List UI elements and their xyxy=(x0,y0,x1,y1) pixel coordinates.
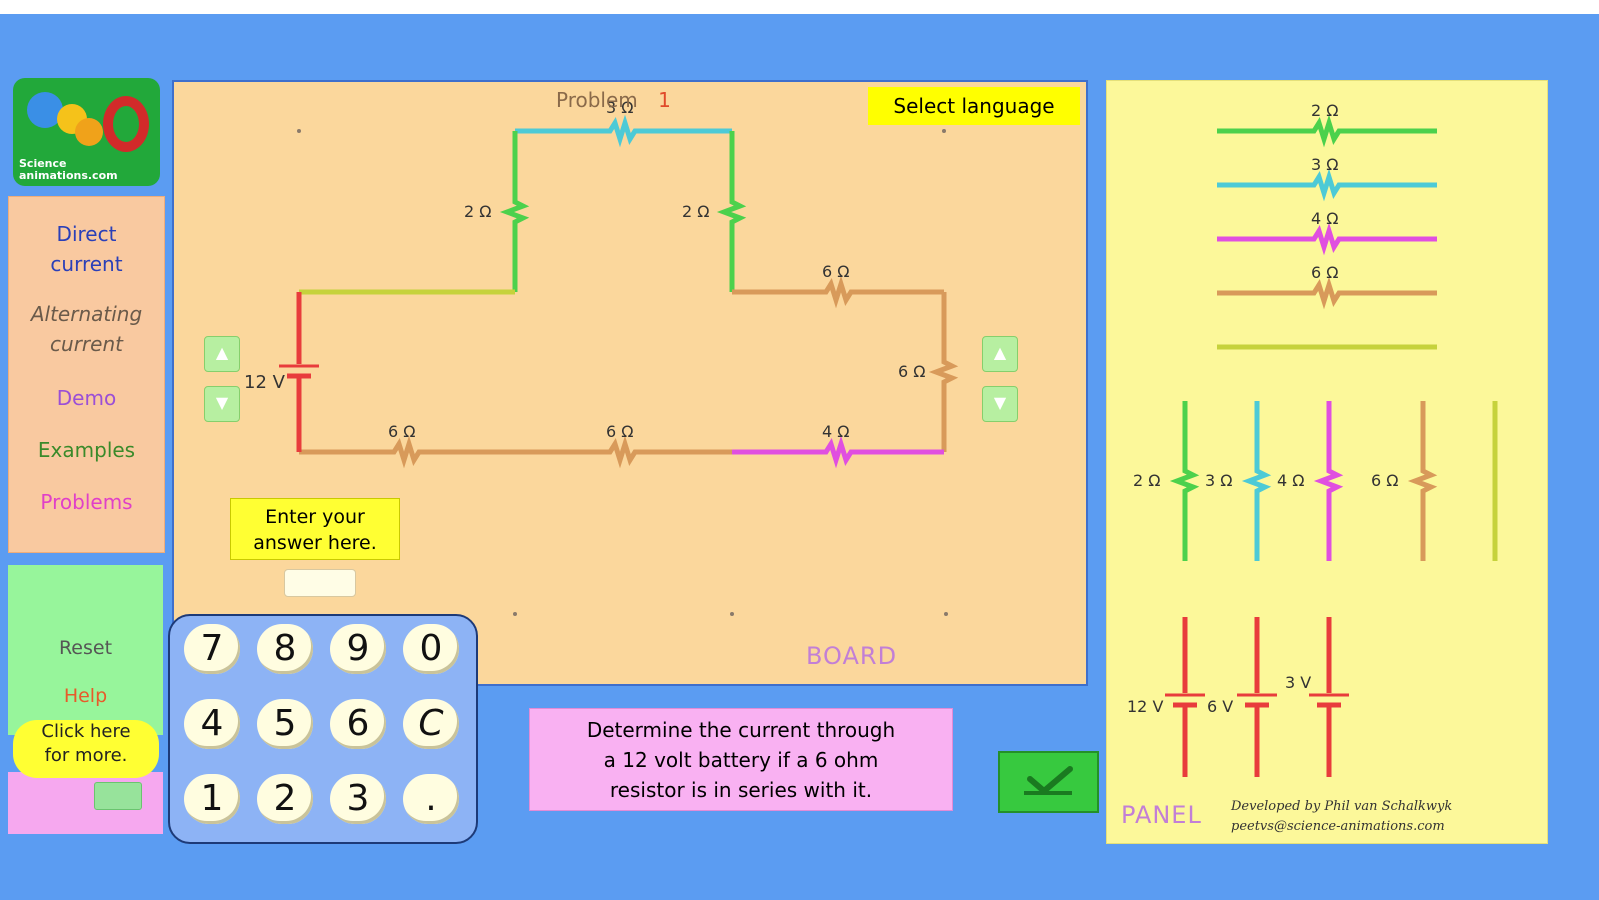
panel-label-4ohm-h: 4 Ω xyxy=(1311,209,1339,228)
circuit-diagram xyxy=(279,114,959,616)
problem-number: 1 xyxy=(658,88,671,112)
answer-field[interactable] xyxy=(284,569,356,597)
resistance-up-button[interactable]: ▲ xyxy=(982,336,1018,372)
sphere-icon xyxy=(75,118,103,146)
panel-battery-12v xyxy=(1165,617,1205,777)
panel-resistor-3ohm-h xyxy=(1217,168,1437,202)
problem-title: Problem 1 xyxy=(556,88,671,112)
question-line: a 12 volt battery if a 6 ohm xyxy=(603,748,879,772)
label-3ohm-top: 3 Ω xyxy=(606,98,634,117)
ring-icon xyxy=(103,96,149,152)
wire-2ohm-right xyxy=(716,131,747,292)
menu-demo[interactable]: Demo xyxy=(56,386,117,410)
panel-label-6ohm-v: 6 Ω xyxy=(1371,471,1399,490)
topic-menu: Direct current Alternating current Demo … xyxy=(8,196,165,553)
panel-resistor-4ohm-h xyxy=(1217,222,1437,256)
voltage-up-button[interactable]: ▲ xyxy=(204,336,240,372)
select-language-button[interactable]: Select language xyxy=(868,87,1080,125)
wire-3ohm-top xyxy=(515,114,732,148)
panel-label-6ohm-h: 6 Ω xyxy=(1311,263,1339,282)
wire-6ohm-right-top xyxy=(732,275,944,309)
key-clear[interactable]: C xyxy=(403,699,459,749)
panel-battery-3v xyxy=(1309,617,1349,777)
developer-credit: Developed by Phil van Schalkwyk peetvs@s… xyxy=(1231,799,1453,834)
label-battery: 12 V xyxy=(244,372,285,393)
help-button[interactable]: Help xyxy=(63,685,108,707)
arrow-down-icon: ▼ xyxy=(215,393,229,412)
key-1[interactable]: 1 xyxy=(184,774,240,824)
wire-4ohm-bottom-right xyxy=(732,435,944,469)
key-decimal[interactable]: . xyxy=(403,774,459,824)
key-9[interactable]: 9 xyxy=(330,624,386,674)
check-arrow-icon xyxy=(1024,766,1073,795)
panel-label-4ohm-v: 4 Ω xyxy=(1277,471,1305,490)
panel-label-6v: 6 V xyxy=(1207,697,1234,716)
panel-label-12v: 12 V xyxy=(1127,697,1164,716)
menu-problems[interactable]: Problems xyxy=(40,490,133,514)
panel-label: PANEL xyxy=(1121,801,1202,829)
arrow-up-icon: ▲ xyxy=(215,343,229,362)
panel-resistor-2ohm-v xyxy=(1169,401,1200,561)
label-2ohm-left: 2 Ω xyxy=(464,202,492,221)
question-line: Determine the current through xyxy=(586,718,896,742)
key-3[interactable]: 3 xyxy=(330,774,386,824)
menu-examples[interactable]: Examples xyxy=(37,438,136,462)
wire-6ohm-bottom-left xyxy=(299,435,515,469)
logo-text: Science animations.com xyxy=(19,157,118,182)
key-0[interactable]: 0 xyxy=(403,624,459,674)
answer-prompt: Enter your answer here. xyxy=(230,498,400,560)
reset-button[interactable]: Reset xyxy=(58,637,113,659)
label-2ohm-right: 2 Ω xyxy=(682,202,710,221)
panel-resistor-4ohm-v xyxy=(1313,401,1344,561)
label-6ohm-bottom-left: 6 Ω xyxy=(388,422,416,441)
label-4ohm-bottom-right: 4 Ω xyxy=(822,422,850,441)
key-8[interactable]: 8 xyxy=(257,624,313,674)
more-callout[interactable]: Click here for more. xyxy=(13,720,159,778)
resistance-down-button[interactable]: ▼ xyxy=(982,386,1018,422)
problem-label: Problem xyxy=(556,88,638,112)
panel-resistor-6ohm-v xyxy=(1407,401,1438,561)
label-6ohm-right-side: 6 Ω xyxy=(898,362,926,381)
panel-label-2ohm-v: 2 Ω xyxy=(1133,471,1161,490)
wire-6ohm-bottom-mid xyxy=(515,435,732,469)
key-2[interactable]: 2 xyxy=(257,774,313,824)
key-5[interactable]: 5 xyxy=(257,699,313,749)
panel-resistor-3ohm-v xyxy=(1241,401,1272,561)
board-label: BOARD xyxy=(806,642,898,670)
label-6ohm-bottom-mid: 6 Ω xyxy=(606,422,634,441)
menu-direct-current[interactable]: Direct current xyxy=(50,222,123,276)
arrow-up-icon: ▲ xyxy=(993,343,1007,362)
panel-resistor-6ohm-h xyxy=(1217,276,1437,310)
submit-button[interactable] xyxy=(998,751,1099,813)
top-bar xyxy=(0,0,1599,14)
key-6[interactable]: 6 xyxy=(330,699,386,749)
question-line: resistor is in series with it. xyxy=(609,778,873,802)
panel-label-3ohm-h: 3 Ω xyxy=(1311,155,1339,174)
site-logo[interactable]: Science animations.com xyxy=(13,78,160,186)
arrow-down-icon: ▼ xyxy=(993,393,1007,412)
panel-battery-6v xyxy=(1237,617,1277,777)
controls-box: Reset Help xyxy=(8,565,163,735)
panel-resistor-2ohm-h xyxy=(1217,114,1437,148)
more-button[interactable] xyxy=(94,782,142,810)
wire-6ohm-right-side xyxy=(928,292,959,452)
numeric-keypad: 7 8 9 0 4 5 6 C 1 2 3 . xyxy=(168,614,478,844)
component-panel: 2 Ω 3 Ω 4 Ω 6 Ω 2 Ω 3 Ω 4 Ω 6 Ω 12 V 6 V… xyxy=(1106,80,1548,844)
panel-label-3ohm-v: 3 Ω xyxy=(1205,471,1233,490)
menu-alternating-current[interactable]: Alternating current xyxy=(30,302,143,356)
component-palette xyxy=(1165,114,1498,777)
question-box: Determine the current through a 12 volt … xyxy=(529,708,953,811)
more-box xyxy=(8,772,163,834)
circuit-board: 3 Ω 2 Ω 2 Ω 6 Ω 6 Ω 6 Ω 6 Ω 4 Ω 12 V Pro… xyxy=(172,80,1088,686)
panel-label-2ohm-h: 2 Ω xyxy=(1311,101,1339,120)
key-4[interactable]: 4 xyxy=(184,699,240,749)
key-7[interactable]: 7 xyxy=(184,624,240,674)
panel-label-3v: 3 V xyxy=(1285,673,1312,692)
label-6ohm-right-top: 6 Ω xyxy=(822,262,850,281)
wire-2ohm-left xyxy=(499,131,530,292)
voltage-down-button[interactable]: ▼ xyxy=(204,386,240,422)
